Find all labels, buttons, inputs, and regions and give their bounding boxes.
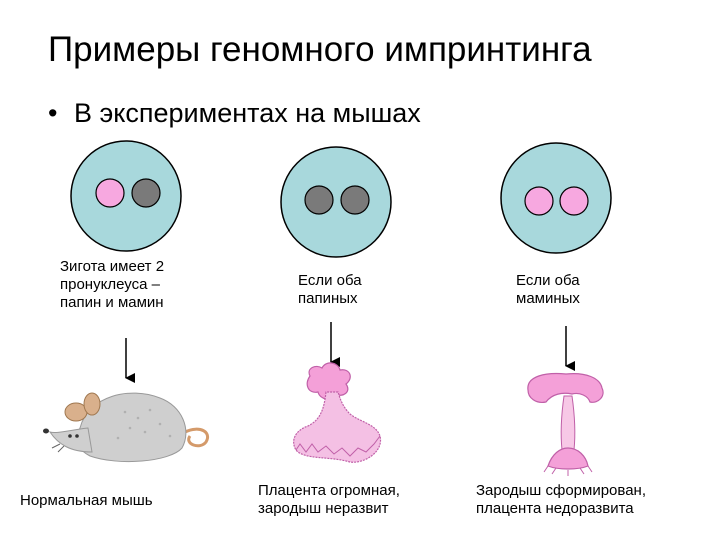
caption-line: плацента недоразвита	[476, 500, 634, 517]
caption-line: пронуклеуса –	[60, 276, 160, 293]
zygote-caption-paternal: Если оба папиных	[298, 272, 362, 308]
caption-line: Если оба	[298, 272, 362, 289]
result-caption-paternal: Плацента огромная, зародыш неразвит	[258, 482, 400, 518]
caption-line: Нормальная мышь	[20, 492, 153, 509]
zygote-caption-maternal: Если оба маминых	[516, 272, 580, 308]
result-caption-normal: Нормальная мышь	[20, 492, 153, 510]
caption-line: Плацента огромная,	[258, 482, 400, 499]
mouse-icon	[43, 392, 209, 463]
zygote-normal-icon	[70, 140, 182, 252]
caption-line: папиных	[298, 290, 358, 307]
zygote-maternal-icon	[500, 142, 612, 254]
caption-line: папин и мамин	[60, 294, 164, 311]
result-caption-maternal: Зародыш сформирован, плацента недоразвит…	[476, 482, 646, 518]
embryo-maternal-icon	[527, 372, 604, 476]
caption-line: маминых	[516, 290, 580, 307]
caption-line: зародыш неразвит	[258, 500, 389, 517]
bullet-dot: •	[48, 98, 58, 128]
caption-line: Если оба	[516, 272, 580, 289]
slide-title: Примеры геномного импринтинга	[48, 30, 592, 69]
caption-line: Зародыш сформирован,	[476, 482, 646, 499]
bullet-item: • В экспериментах на мышах	[48, 98, 421, 129]
zygote-paternal-icon	[280, 146, 392, 258]
caption-line: Зигота имеет 2	[60, 258, 165, 275]
embryo-paternal-icon	[293, 362, 382, 463]
bullet-text: В экспериментах на мышах	[74, 98, 421, 128]
zygote-caption-normal: Зигота имеет 2 пронуклеуса – папин и мам…	[60, 258, 164, 312]
